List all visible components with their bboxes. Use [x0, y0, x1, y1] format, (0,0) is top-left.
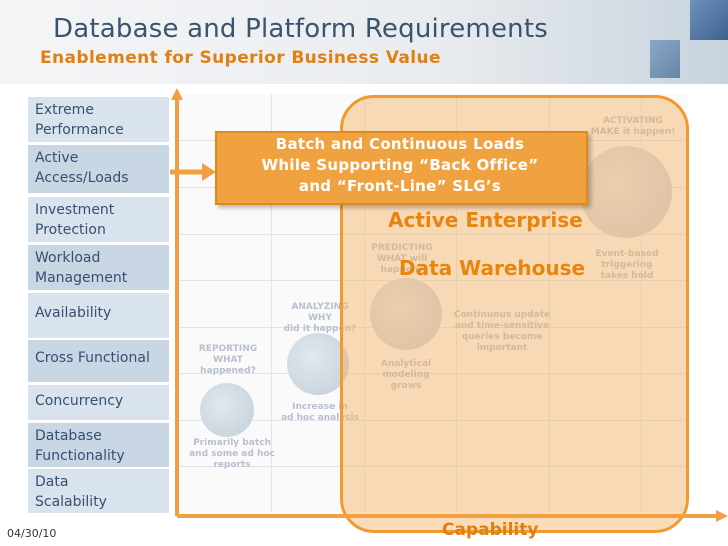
analyzing-stage-note: Increase in ad hoc analysis: [280, 402, 359, 423]
slide-title: Database and Platform Requirements: [53, 14, 548, 44]
reporting-stage-note: Primarily batch and some ad hoc reports: [189, 438, 275, 470]
predicting-stage-note: Analytical modeling grows: [380, 359, 432, 391]
decorative-cube-icon: [690, 0, 728, 40]
y-axis-arrow-icon: [171, 88, 183, 100]
activating-stage-note: Event-based triggering takes hold: [595, 249, 659, 281]
requirement-concurrency: Concurrency: [28, 385, 169, 420]
pointer-arrow-icon: [170, 163, 216, 181]
slide-header: [0, 0, 728, 84]
x-axis-label: Capability: [442, 520, 539, 540]
highlight-line-2: Data Warehouse: [399, 256, 586, 280]
x-axis-arrow-icon: [716, 510, 728, 522]
chart-axes: [171, 88, 728, 522]
requirement-cross-functional: Cross Functional: [28, 340, 169, 382]
analyzing-stage-title: ANALYZING WHY did it happen?: [283, 302, 357, 334]
highlight-line-1: Active Enterprise: [388, 208, 583, 232]
callout-text: Batch and Continuous Loads While Support…: [261, 135, 539, 195]
reporting-pie-icon: [200, 383, 254, 437]
predicting-pie-icon: [370, 278, 442, 350]
decorative-cube-icon: [650, 40, 680, 78]
predicting-stage-title: PREDICTING WHAT will happen?: [371, 243, 433, 275]
operationalizing-stage-note: Continuous update and time-sensitive que…: [453, 310, 551, 353]
callout-box: [215, 131, 588, 205]
activating-stage-title: ACTIVATING MAKE it happen!: [590, 116, 676, 137]
slide-subtitle: Enablement for Superior Business Value: [40, 48, 441, 68]
activating-pie-icon: [580, 146, 672, 238]
analyzing-pie-icon: [287, 333, 349, 395]
reporting-stage-title: REPORTING WHAT happened?: [198, 344, 258, 376]
footer-date: 04/30/10: [7, 527, 57, 540]
requirement-availability: Availability: [28, 293, 169, 338]
